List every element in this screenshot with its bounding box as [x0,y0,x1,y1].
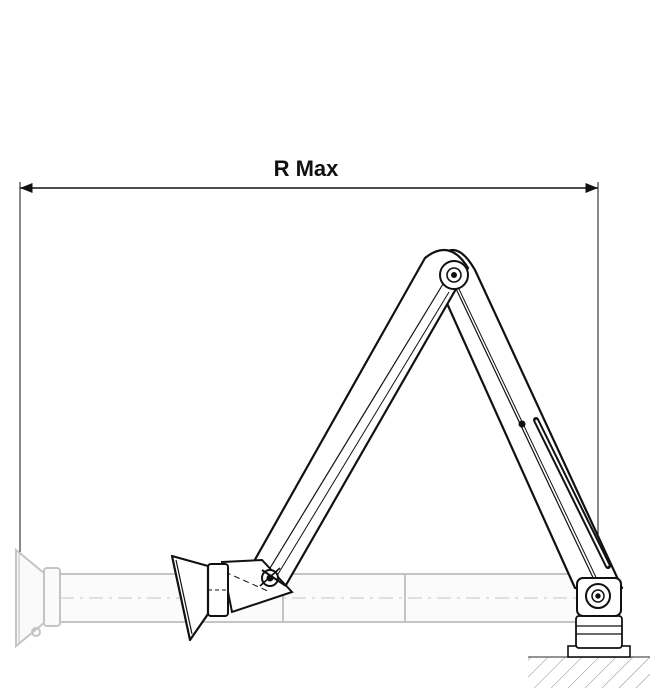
hood-funnel [170,554,210,642]
elbow-joint [439,260,469,290]
extraction-hood [170,554,229,642]
ghost-knob [31,627,41,637]
rmax-label: R Max [273,156,339,181]
lower-arm-segment [430,249,624,593]
extended-arm-ghost [15,547,596,649]
mount-base [528,615,650,688]
base-hatching [528,657,650,688]
base-pivot-joint [576,577,622,617]
rmax-dimension [19,182,599,590]
ghost-collar [43,567,61,627]
ghost-hood [15,547,45,649]
pedestal [575,615,623,649]
spring-mount [518,420,526,428]
upper-arm-segment [246,248,470,594]
